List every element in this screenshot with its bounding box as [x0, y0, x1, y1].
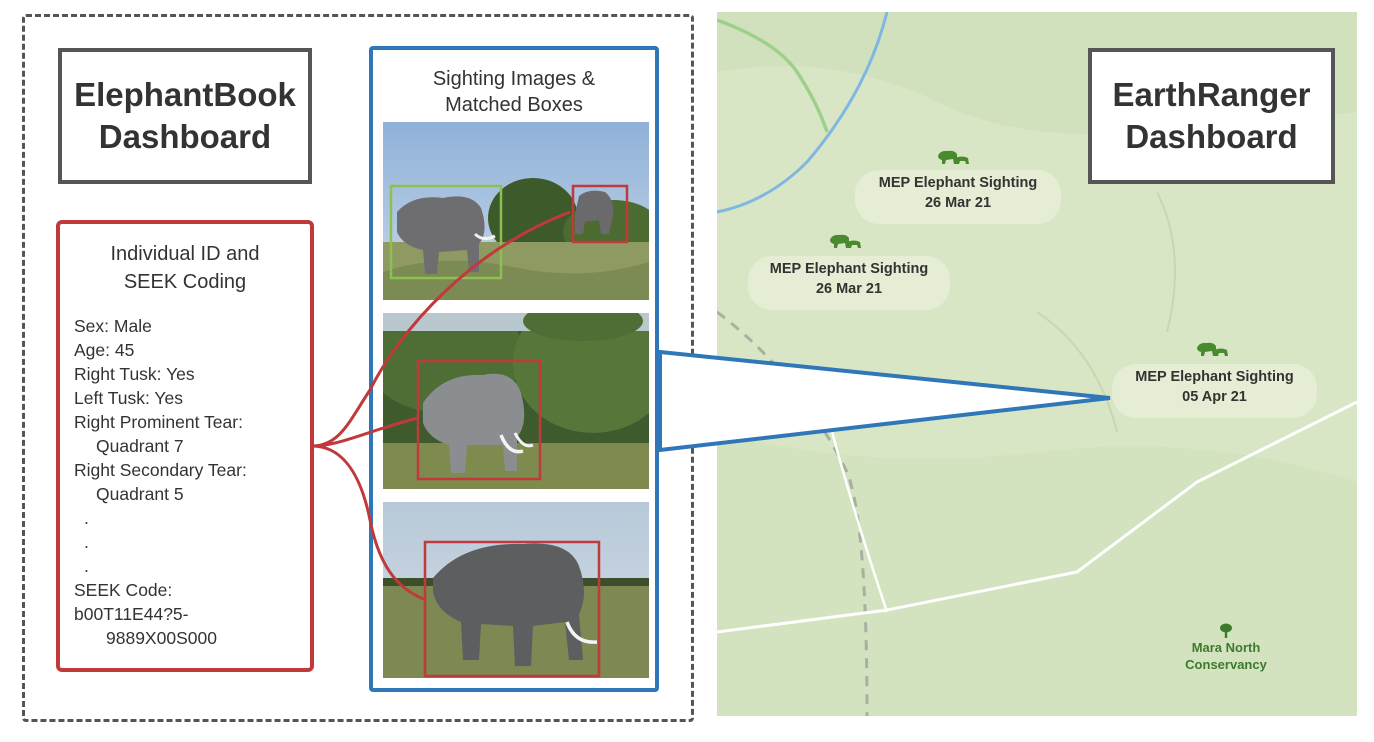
individual-id-panel: Individual ID and SEEK Coding Sex: Male … — [56, 220, 314, 672]
sighting-label-2[interactable]: MEP Elephant Sighting 26 Mar 21 — [748, 256, 950, 310]
sighting-photo-3[interactable] — [383, 502, 649, 678]
match-connector-3 — [311, 444, 427, 602]
place-label: Mara North Conservancy — [1185, 640, 1267, 672]
match-connector-1 — [311, 210, 571, 448]
sighting-callout — [658, 349, 1111, 453]
left-tusk-field: Left Tusk: Yes — [74, 388, 183, 408]
sighting-photo-1[interactable] — [383, 122, 649, 300]
id-panel-heading: Individual ID and SEEK Coding — [110, 243, 260, 293]
sighting-photo-2[interactable] — [383, 313, 649, 489]
right-secondary-tear-value: Quadrant 5 — [96, 484, 184, 504]
ellipsis-dot: . — [84, 532, 89, 552]
elephantbook-dashboard-title: ElephantBook Dashboard — [58, 48, 312, 184]
seek-code-label: SEEK Code: — [74, 580, 173, 600]
earthranger-dashboard-title: EarthRanger Dashboard — [1088, 48, 1335, 184]
right-prominent-tear-value: Quadrant 7 — [96, 436, 184, 456]
elephant-marker-icon[interactable] — [938, 150, 969, 164]
sex-field: Sex: Male — [74, 316, 152, 336]
sighting-label-3[interactable]: MEP Elephant Sighting 05 Apr 21 — [1112, 364, 1317, 418]
tree-marker-icon — [1220, 623, 1232, 638]
elephant-marker-icon[interactable] — [830, 234, 861, 248]
right-tusk-field: Right Tusk: Yes — [74, 364, 195, 384]
elephant-marker-icon[interactable] — [1197, 342, 1228, 356]
sighting-images-panel: Sighting Images & Matched Boxes — [369, 46, 659, 692]
sighting-label-1[interactable]: MEP Elephant Sighting 26 Mar 21 — [855, 170, 1061, 224]
images-panel-heading: Sighting Images & Matched Boxes — [432, 68, 596, 116]
ellipsis-dot: . — [84, 508, 89, 528]
age-field: Age: 45 — [74, 340, 135, 360]
seek-code-line1: b00T11E44?5- — [74, 604, 189, 624]
right-prominent-tear-label: Right Prominent Tear: — [74, 412, 243, 432]
right-secondary-tear-label: Right Secondary Tear: — [74, 460, 247, 480]
seek-code-line2: 9889X00S000 — [106, 628, 217, 648]
ellipsis-dot: . — [84, 556, 89, 576]
seek-attributes: Sex: Male Age: 45 Right Tusk: Yes Left T… — [74, 314, 247, 650]
